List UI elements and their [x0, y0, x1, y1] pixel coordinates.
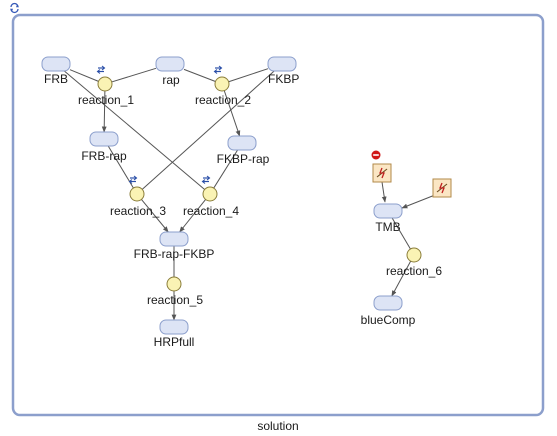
compartment-label: solution	[257, 419, 298, 433]
edge-reaction_2-to-FKBP-rap[interactable]	[223, 90, 241, 137]
species-label-rap: rap	[162, 73, 180, 87]
reaction-label-reaction_4: reaction_4	[183, 204, 239, 218]
decor-layer	[96, 65, 452, 198]
species-node-FRB-rap-FKBP[interactable]	[159, 231, 189, 247]
species-node-FRB[interactable]	[41, 56, 71, 72]
species-node-FKBP[interactable]	[267, 56, 297, 72]
edge-FRB-rap-to-reaction_3[interactable]	[107, 145, 134, 189]
species-node-blueComp[interactable]	[373, 295, 403, 311]
reversible-arrows-icon	[128, 175, 138, 184]
edge-TMB-to-reaction_6[interactable]	[391, 217, 411, 250]
edge-rap-to-reaction_1[interactable]	[111, 67, 157, 83]
reversible-arrows-icon	[213, 65, 223, 74]
reaction-node-reaction_2[interactable]	[214, 76, 230, 92]
reaction-node-reaction_4[interactable]	[202, 186, 218, 202]
species-label-FRB-rap-FKBP: FRB-rap-FKBP	[134, 247, 215, 261]
edges-layer	[63, 67, 436, 321]
reaction-label-reaction_5: reaction_5	[147, 293, 203, 307]
reaction-label-reaction_1: reaction_1	[78, 93, 134, 107]
edge-reaction_4-to-FRB-rap-FKBP[interactable]	[179, 199, 207, 233]
edge-FKBP-to-reaction_3[interactable]	[141, 70, 275, 190]
species-node-FRB-rap[interactable]	[89, 131, 119, 147]
edge-FKBP-rap-to-reaction_4[interactable]	[213, 149, 239, 189]
species-label-FKBP: FKBP	[268, 72, 299, 86]
edge-event2-to-TMB[interactable]	[401, 194, 436, 209]
edge-reaction_6-to-blueComp[interactable]	[391, 260, 412, 297]
species-label-FRB: FRB	[44, 72, 68, 86]
reaction-label-reaction_3: reaction_3	[110, 204, 166, 218]
species-node-rap[interactable]	[155, 56, 185, 72]
edge-reaction_3-to-FRB-rap-FKBP[interactable]	[141, 199, 169, 233]
reaction-node-reaction_5[interactable]	[166, 276, 182, 292]
species-label-FKBP-rap: FKBP-rap	[217, 152, 270, 166]
edge-event1-to-TMB[interactable]	[381, 181, 387, 203]
edge-FRB-to-reaction_1[interactable]	[69, 69, 99, 82]
reaction-label-reaction_6: reaction_6	[386, 264, 442, 278]
nodes-layer	[41, 56, 422, 335]
species-node-FKBP-rap[interactable]	[227, 135, 257, 151]
reset-arrows-icon[interactable]	[10, 2, 19, 14]
reaction-node-reaction_6[interactable]	[406, 247, 422, 263]
edge-reaction_1-to-FRB-rap[interactable]	[101, 90, 107, 133]
species-node-TMB[interactable]	[373, 203, 403, 219]
edge-rap-to-reaction_2[interactable]	[183, 68, 216, 82]
species-label-blueComp: blueComp	[361, 313, 416, 327]
event-bolt-icon[interactable]	[432, 178, 452, 198]
species-label-TMB: TMB	[375, 220, 400, 234]
edge-FKBP-to-reaction_2[interactable]	[228, 68, 269, 83]
no-entry-icon	[371, 150, 381, 160]
compartment-solution[interactable]	[11, 13, 545, 417]
reaction-label-reaction_2: reaction_2	[195, 93, 251, 107]
species-label-HRPfull: HRPfull	[154, 335, 195, 349]
reaction-node-reaction_1[interactable]	[97, 76, 113, 92]
reversible-arrows-icon	[201, 175, 211, 184]
edge-FRB-to-reaction_4[interactable]	[63, 70, 205, 190]
event-bolt-icon[interactable]	[372, 163, 392, 183]
reaction-node-reaction_3[interactable]	[129, 186, 145, 202]
species-node-HRPfull[interactable]	[159, 319, 189, 335]
species-label-FRB-rap: FRB-rap	[81, 149, 127, 163]
reversible-arrows-icon	[96, 65, 106, 74]
